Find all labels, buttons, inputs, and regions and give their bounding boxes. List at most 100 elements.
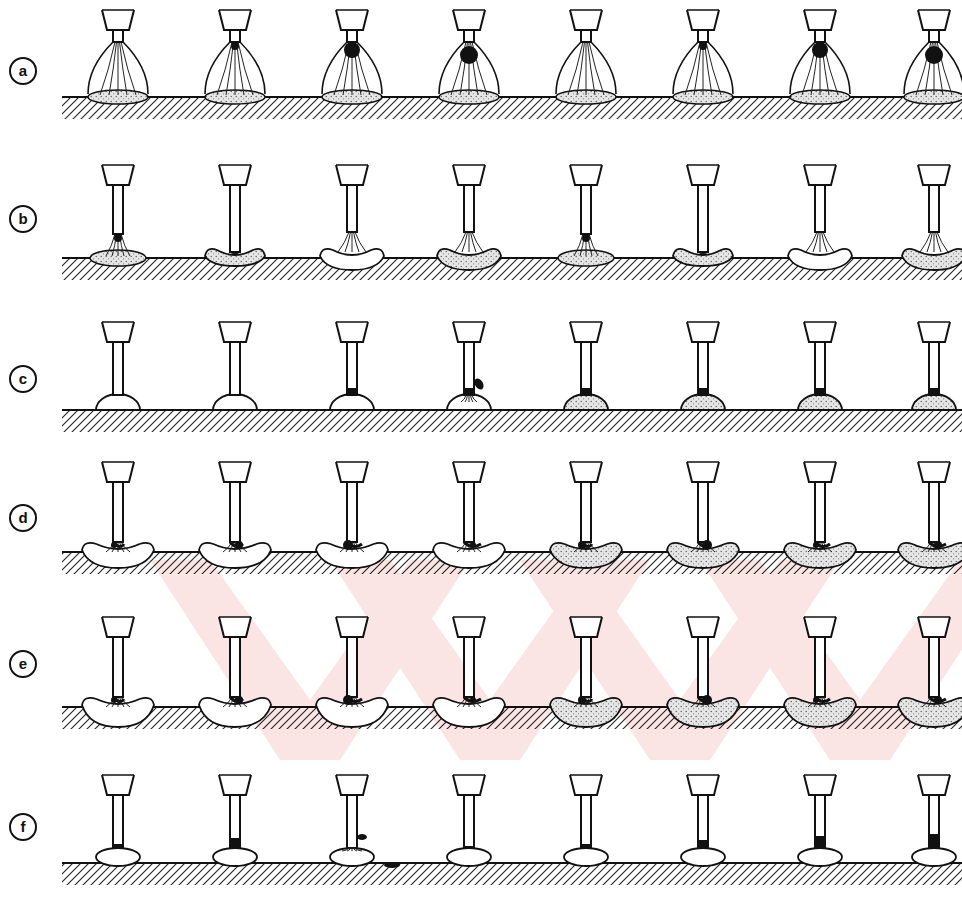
metal-droplet — [582, 234, 590, 242]
weld-pool — [82, 543, 154, 568]
contact-tube — [804, 10, 836, 30]
metal-droplet — [235, 541, 243, 549]
molten-neck — [230, 838, 240, 848]
transfer-frame — [447, 775, 491, 866]
contact-tube — [336, 10, 368, 30]
row-letter: d — [18, 510, 27, 525]
metal-droplet — [231, 42, 239, 50]
contact-tube-top — [570, 321, 602, 323]
electrode-wire — [230, 637, 240, 697]
row-label-circle: c — [9, 365, 37, 393]
weld-bead — [96, 848, 140, 866]
contact-tube — [687, 462, 719, 482]
weld-bead — [681, 394, 725, 410]
electrode-wire — [113, 342, 123, 395]
contact-tube-top — [570, 774, 602, 776]
weld-bead — [213, 394, 257, 410]
contact-tube-top — [570, 461, 602, 463]
molten-tip — [464, 388, 474, 395]
workpiece — [62, 410, 962, 432]
contact-tube-top — [804, 461, 836, 463]
electrode-wire — [464, 30, 474, 42]
transfer-frame — [330, 775, 400, 868]
transfer-frame — [330, 322, 374, 410]
contact-tube — [453, 10, 485, 30]
contact-tube-top — [219, 774, 251, 776]
weld-pool — [784, 543, 856, 568]
transfer-frame — [199, 462, 271, 568]
contact-tube — [102, 775, 134, 795]
contact-tube — [918, 617, 950, 637]
molten-neck — [464, 846, 474, 848]
weld-bead — [330, 848, 374, 866]
arc-line — [472, 232, 483, 252]
contact-tube — [687, 165, 719, 185]
arc-envelope — [439, 42, 499, 94]
weld-pool — [437, 249, 501, 270]
weld-pool — [433, 698, 505, 727]
contact-tube — [570, 322, 602, 342]
row-label-circle: b — [9, 205, 37, 233]
transfer-frame — [673, 165, 733, 266]
electrode-wire — [698, 185, 708, 252]
contact-tube — [219, 617, 251, 637]
weld-pool — [82, 698, 154, 727]
molten-neck — [113, 844, 123, 848]
molten-tip — [815, 388, 825, 395]
weld-pool — [784, 698, 856, 727]
contact-tube-top — [453, 461, 485, 463]
weld-bead — [798, 394, 842, 410]
metal-droplet — [235, 696, 243, 704]
electrode-wire — [929, 185, 939, 232]
row-letter: f — [21, 819, 26, 834]
weld-bead — [798, 848, 842, 866]
arc-line — [589, 234, 598, 256]
transfer-frame — [82, 617, 154, 727]
row-letter: b — [18, 211, 27, 226]
arc-line — [469, 232, 470, 252]
contact-tube-top — [687, 461, 719, 463]
weld-bead — [912, 394, 956, 410]
electrode-wire — [815, 342, 825, 395]
transfer-frame — [550, 462, 622, 568]
arc-line — [813, 232, 819, 252]
metal-droplet — [925, 46, 943, 64]
contact-tube-top — [102, 616, 134, 618]
electrode-wire — [698, 795, 708, 848]
row-letter: e — [19, 656, 27, 671]
arc-line — [471, 697, 476, 707]
contact-tube — [453, 165, 485, 185]
contact-tube-top — [804, 321, 836, 323]
row-label-circle: d — [9, 504, 37, 532]
contact-tube-top — [687, 321, 719, 323]
transfer-frame — [96, 775, 140, 866]
transfer-frame — [433, 617, 505, 727]
arc-line — [462, 232, 468, 252]
contact-tube — [804, 462, 836, 482]
contact-tube-top — [336, 321, 368, 323]
electrode-wire — [929, 795, 939, 848]
transfer-frame — [205, 10, 265, 104]
transfer-frame — [681, 322, 725, 410]
arc-line — [471, 542, 476, 552]
contact-tube — [453, 775, 485, 795]
weld-bead — [447, 848, 491, 866]
contact-tube — [687, 617, 719, 637]
weld-bead — [96, 394, 140, 410]
contact-tube-top — [804, 9, 836, 11]
transfer-row — [62, 617, 962, 729]
transfer-row — [62, 462, 962, 574]
transfer-frame — [784, 617, 856, 727]
metal-droplet — [702, 695, 712, 705]
transfer-frame — [798, 322, 842, 410]
contact-tube-top — [219, 461, 251, 463]
metal-droplet — [813, 697, 819, 703]
transfer-frame — [316, 617, 388, 727]
transfer-frame — [90, 165, 146, 266]
weld-pool — [898, 543, 962, 568]
arc-line — [820, 232, 821, 252]
transfer-frame — [322, 10, 382, 104]
metal-droplet — [470, 697, 476, 703]
contact-tube — [918, 10, 950, 30]
metal-droplet — [578, 541, 586, 549]
